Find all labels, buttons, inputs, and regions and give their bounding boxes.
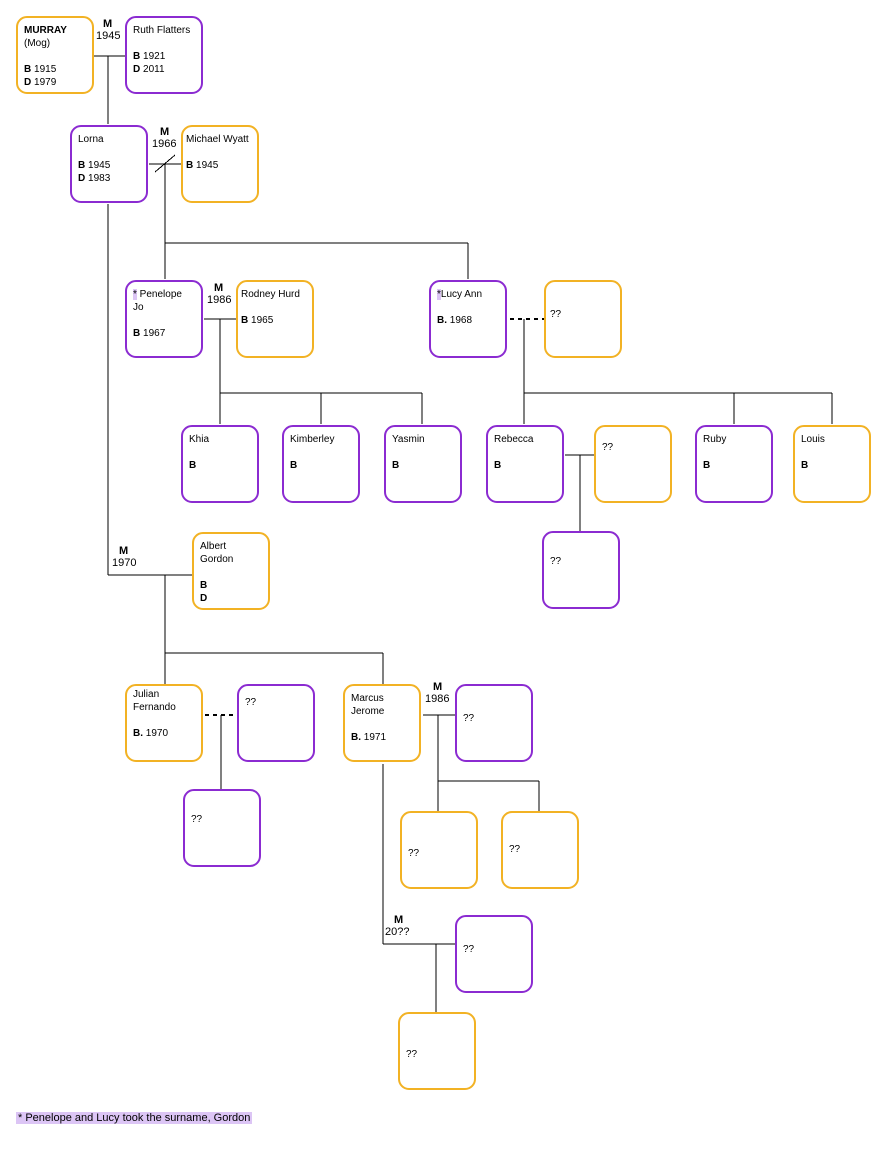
person-name: ?? — [463, 944, 475, 955]
birth-line: B 1945 — [78, 160, 111, 171]
person-name: ?? — [191, 814, 203, 825]
birth-line: B 1965 — [241, 315, 274, 326]
person-marcus-child-2[interactable]: ?? — [501, 811, 579, 889]
person-name: Kimberley — [290, 434, 335, 445]
birth-line: B. 1971 — [351, 732, 387, 743]
person-name: Michael Wyatt — [186, 134, 249, 145]
person-name: * Penelope Jo — [133, 289, 182, 313]
death-line: D — [200, 593, 208, 604]
birth-year: 1965 — [251, 315, 274, 326]
death-year: 1983 — [88, 173, 111, 184]
person-name: Rebecca — [494, 434, 534, 445]
person-name: ?? — [406, 1049, 418, 1060]
person-kimberley[interactable]: Kimberley B — [282, 425, 360, 503]
person-name: Yasmin — [392, 434, 425, 445]
person-name: ?? — [463, 713, 475, 724]
birth-year: 1945 — [88, 160, 111, 171]
footnote-marker: * — [437, 289, 441, 300]
birth-line: B — [801, 460, 809, 471]
death-year: 2011 — [143, 64, 165, 75]
person-name: Albert Gordon — [200, 541, 234, 565]
person-ruth[interactable]: Ruth Flatters B 1921 D 2011 — [125, 16, 203, 94]
person-name: Khia — [189, 434, 210, 445]
death-line: D 2011 — [133, 64, 165, 75]
birth-line: B 1915 — [24, 64, 57, 75]
birth-line: B. 1970 — [133, 728, 169, 739]
person-name: MURRAY — [24, 25, 67, 36]
person-name: Louis — [801, 434, 825, 445]
birth-year: 1967 — [143, 328, 166, 339]
person-khia[interactable]: Khia B — [181, 425, 259, 503]
person-name: ?? — [550, 309, 562, 320]
birth-line: B — [189, 460, 197, 471]
person-name: Marcus Jerome — [351, 693, 385, 717]
person-rodney[interactable]: Rodney Hurd B 1965 — [236, 280, 314, 358]
person-marcus-wife-1[interactable]: ?? — [455, 684, 533, 762]
death-line: D 1983 — [78, 173, 111, 184]
birth-line: B — [290, 460, 298, 471]
person-name: Ruth Flatters — [133, 25, 191, 36]
birth-line: B — [494, 460, 502, 471]
person-name: ?? — [550, 556, 562, 567]
birth-year: 1970 — [145, 728, 169, 739]
birth-year: 1915 — [34, 64, 57, 75]
birth-year: 1921 — [143, 51, 166, 62]
person-murray[interactable]: MURRAY (Mog) B 1915 D 1979 — [16, 16, 94, 94]
person-name: Rodney Hurd — [241, 289, 300, 300]
birth-line: B — [703, 460, 711, 471]
birth-year: 1945 — [196, 160, 219, 171]
person-name: Ruby — [703, 434, 727, 445]
death-year: 1979 — [34, 77, 57, 88]
person-name: *Lucy Ann — [437, 289, 483, 300]
person-name: ?? — [602, 442, 614, 453]
person-rebecca[interactable]: Rebecca B — [486, 425, 564, 503]
person-marcus-child-3[interactable]: ?? — [398, 1012, 476, 1090]
birth-line: B — [392, 460, 400, 471]
person-name: ?? — [245, 697, 257, 708]
birth-year: 1968 — [449, 315, 473, 326]
person-albert[interactable]: Albert Gordon B D — [192, 532, 270, 610]
person-rebecca-partner[interactable]: ?? — [594, 425, 672, 503]
person-name: Julian Fernando — [133, 689, 176, 713]
birth-line: B 1967 — [133, 328, 166, 339]
person-name: ?? — [408, 848, 420, 859]
person-yasmin[interactable]: Yasmin B — [384, 425, 462, 503]
person-penelope[interactable]: * Penelope Jo B 1967 — [125, 280, 203, 358]
birth-line: B 1921 — [133, 51, 166, 62]
birth-line: B. 1968 — [437, 315, 473, 326]
person-nickname: (Mog) — [24, 38, 51, 49]
person-marcus-wife-2[interactable]: ?? — [455, 915, 533, 993]
person-ruby[interactable]: Ruby B — [695, 425, 773, 503]
person-lucy[interactable]: *Lucy Ann B. 1968 — [429, 280, 507, 358]
birth-line: B — [200, 580, 208, 591]
person-marcus[interactable]: Marcus Jerome B. 1971 — [343, 684, 421, 762]
birth-line: B 1945 — [186, 160, 219, 171]
footnote-marker: * — [133, 289, 137, 300]
person-julian-partner[interactable]: ?? — [237, 684, 315, 762]
footnote: * Penelope and Lucy took the surname, Go… — [16, 1112, 253, 1124]
person-marcus-child-1[interactable]: ?? — [400, 811, 478, 889]
person-louis[interactable]: Louis B — [793, 425, 871, 503]
person-julian[interactable]: Julian Fernando B. 1970 — [125, 684, 203, 762]
person-michael[interactable]: Michael Wyatt B 1945 — [181, 125, 259, 203]
death-line: D 1979 — [24, 77, 57, 88]
person-lucy-partner[interactable]: ?? — [544, 280, 622, 358]
person-rebecca-child[interactable]: ?? — [542, 531, 620, 609]
person-name: Lorna — [78, 134, 104, 145]
person-lorna[interactable]: Lorna B 1945 D 1983 — [70, 125, 148, 203]
person-julian-child[interactable]: ?? — [183, 789, 261, 867]
person-name: ?? — [509, 844, 521, 855]
birth-year: 1971 — [363, 732, 387, 743]
